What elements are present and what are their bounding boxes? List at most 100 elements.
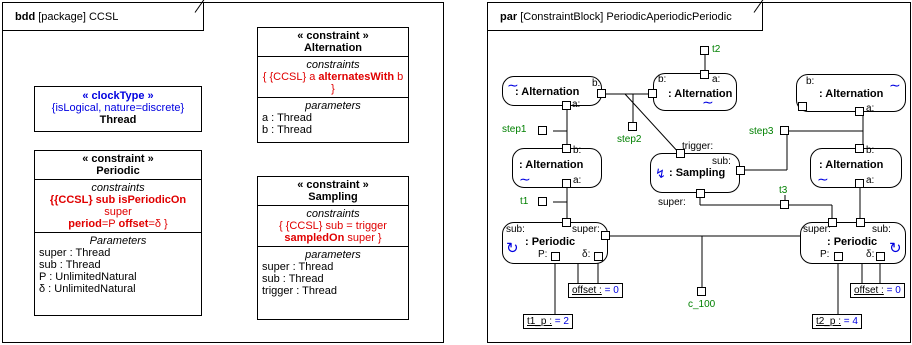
lightning-icon: ↯ [655, 166, 666, 181]
alternation-param: b : Thread [262, 124, 312, 136]
port-a[interactable] [562, 179, 571, 188]
periodic-stereotype: « constraint » [82, 153, 154, 165]
port-label-super: super: [572, 224, 600, 235]
port-label-sub: sub: [712, 156, 731, 167]
alternation-part-center[interactable]: : Alternation ∼ [653, 73, 737, 111]
port-a[interactable] [562, 101, 571, 110]
periodic-param: sub : Thread [39, 259, 101, 271]
clock-step3-label: step3 [749, 126, 774, 137]
tilde-icon: ∼ [507, 77, 519, 93]
periodic-constraint-line1: {{CCSL} sub isPeriodicOn super [49, 194, 187, 218]
alternation-constraints-header: constraints [306, 59, 360, 71]
clock-c100-port[interactable] [697, 287, 706, 296]
tilde-icon: ∼ [889, 77, 901, 93]
par-keyword: par [500, 10, 518, 23]
periodic-param: δ : UnlimitedNatural [39, 283, 136, 295]
clock-t2-port[interactable] [700, 46, 709, 55]
port-label-b: b: [573, 145, 582, 156]
port-label-P: P: [820, 249, 830, 260]
periodic-constraints-header: constraints [91, 182, 145, 194]
alternation-part-left[interactable]: : Alternation ∼ [502, 76, 602, 106]
port-a[interactable] [855, 179, 864, 188]
clock-step2-label: step2 [617, 134, 642, 145]
offset-value-left[interactable]: offset : = 0 [568, 283, 623, 298]
alternation-block[interactable]: « constraint » Alternation constraints {… [257, 27, 409, 143]
port-label-P: P: [538, 249, 548, 260]
port-super[interactable] [601, 231, 610, 240]
alternation-part-label: : Alternation [519, 159, 584, 171]
par-tab-title: [ConstraintBlock] PeriodicAperiodicPerio… [520, 10, 732, 23]
port-sub[interactable] [562, 218, 571, 227]
clock-step3-port[interactable] [780, 126, 789, 135]
port-delta[interactable] [594, 252, 603, 261]
port-label-delta: δ: [866, 249, 875, 260]
sampling-constraint-line2: sampledOn super } [284, 232, 382, 244]
periodic-name: Periodic [96, 165, 140, 177]
port-label-super: super: [803, 224, 831, 235]
alternation-part-right[interactable]: : Alternation ∼ [796, 74, 906, 112]
port-sub[interactable] [856, 218, 865, 227]
periodic-part-right[interactable]: : Periodic ↻ [800, 222, 906, 264]
periodic-param: P : UnlimitedNatural [39, 271, 137, 283]
port-label-b: b: [592, 78, 601, 89]
port-label-a: a: [866, 103, 875, 114]
sampling-param: super : Thread [262, 261, 334, 273]
periodic-block[interactable]: « constraint » Periodic constraints {{CC… [34, 150, 202, 316]
sampling-params-header: parameters [305, 249, 361, 261]
alternation-params-header: parameters [305, 100, 361, 112]
alternation-part-left2[interactable]: : Alternation ∼ [512, 148, 602, 188]
offset-value-right[interactable]: offset : = 0 [850, 283, 905, 298]
port-label-a: a: [712, 74, 721, 85]
port-b[interactable] [562, 144, 571, 153]
port-label-delta: δ: [582, 249, 591, 260]
port-a[interactable] [700, 70, 709, 79]
port-label-a: a: [573, 175, 582, 186]
alternation-part-label: : Alternation [515, 86, 580, 98]
port-a[interactable] [855, 107, 864, 116]
port-b[interactable] [597, 89, 606, 98]
alternation-param: a : Thread [262, 112, 312, 124]
alternation-constraint-line: { {CCSL} a alternatesWith b } [262, 71, 404, 95]
bdd-frame-tab: bdd [package] CCSL [3, 3, 204, 31]
port-super[interactable] [696, 189, 705, 198]
port-label-sub: sub: [872, 224, 891, 235]
sampling-part[interactable]: : Sampling ↯ [650, 153, 740, 193]
sampling-part-label: : Sampling [669, 167, 726, 179]
sampling-param: trigger : Thread [262, 285, 338, 297]
port-P[interactable] [551, 252, 560, 261]
clock-step2-port[interactable] [628, 122, 637, 131]
clock-step1-port[interactable] [538, 126, 547, 135]
periodic-param: super : Thread [39, 247, 111, 259]
t2p-value[interactable]: t2_p : = 4 [812, 314, 862, 329]
alternation-part-label: : Alternation [819, 88, 884, 100]
sampling-constraints-header: constraints [306, 208, 360, 220]
port-b[interactable] [798, 102, 807, 111]
tilde-icon: ∼ [702, 94, 714, 110]
port-b[interactable] [855, 144, 864, 153]
cycle-icon: ↻ [889, 240, 902, 257]
t1p-value[interactable]: t1_p : = 2 [523, 314, 573, 329]
port-super[interactable] [828, 218, 837, 227]
clock-t3-port[interactable] [780, 200, 789, 209]
port-label-trigger: trigger: [682, 141, 714, 152]
port-trigger[interactable] [676, 149, 685, 158]
periodic-part-label: : Periodic [827, 236, 878, 248]
thread-name: Thread [99, 114, 137, 126]
clock-t1-port[interactable] [538, 197, 547, 206]
thread-block[interactable]: « clockType » {isLogical, nature=discret… [34, 86, 202, 132]
port-b[interactable] [648, 89, 657, 98]
sampling-block[interactable]: « constraint » Sampling constraints { {C… [257, 176, 409, 320]
clock-t2-label: t2 [712, 44, 721, 55]
port-label-a: a: [572, 99, 581, 110]
port-label-super: super: [658, 197, 686, 208]
port-sub[interactable] [736, 166, 745, 175]
clock-c100-label: c_100 [688, 299, 716, 310]
alternation-stereotype: « constraint » [297, 30, 369, 42]
bdd-tab-title: [package] CCSL [38, 10, 119, 23]
port-delta[interactable] [876, 252, 885, 261]
sampling-constraint-line1: { {CCSL} sub = trigger [279, 220, 387, 232]
port-label-b: b: [658, 74, 667, 85]
port-P[interactable] [834, 252, 843, 261]
sampling-param: sub : Thread [262, 273, 324, 285]
